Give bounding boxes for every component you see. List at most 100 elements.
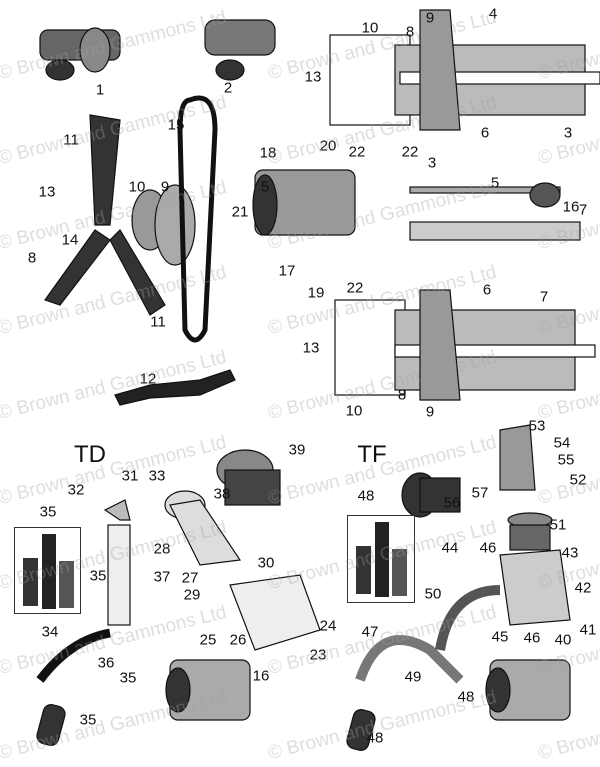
part-number-label: 56 [443, 494, 461, 512]
part-number-label: 4 [488, 5, 498, 23]
part-number-label: 35 [79, 711, 97, 729]
section-title-td: TD [74, 441, 106, 468]
part-number-label: 55 [557, 451, 575, 469]
td-elbow [103, 499, 131, 626]
part-number-label: 26 [229, 631, 247, 649]
part-number-label: 38 [213, 485, 231, 503]
part-number-label: 30 [257, 554, 275, 572]
part-number-label: 9 [425, 9, 435, 27]
section-title-tf: TF [357, 441, 387, 468]
part-number-label: 6 [480, 124, 490, 142]
part-number-label: 39 [288, 441, 306, 459]
part-number-label: 43 [561, 544, 579, 562]
part-number-label: 3 [427, 154, 437, 172]
part-number-label: 48 [357, 487, 375, 505]
part-number-label: 25 [199, 631, 217, 649]
tf-hose-56 [401, 472, 461, 518]
tf-filler-51 [507, 512, 553, 551]
part-number-label: 12 [139, 370, 157, 388]
part-number-label: 16 [252, 667, 270, 685]
water-pump-2 [204, 19, 276, 81]
part-number-label: 48 [366, 729, 384, 747]
tf-housing-16 [485, 659, 571, 721]
part-number-label: 13 [38, 183, 56, 201]
part-number-label: 1 [95, 81, 105, 99]
part-number-label: 48 [457, 688, 475, 706]
part-number-label: 46 [479, 539, 497, 557]
part-number-label: 6 [482, 281, 492, 299]
tf-hose-48 [346, 709, 376, 751]
td-hose-inset [14, 527, 81, 614]
part-number-label: 15 [167, 116, 185, 134]
part-number-label: 45 [491, 628, 509, 646]
part-number-label: 8 [405, 23, 415, 41]
tf-hose-50 [435, 585, 501, 651]
part-number-label: 7 [539, 288, 549, 306]
part-number-label: 18 [259, 144, 277, 162]
part-number-label: 31 [121, 467, 139, 485]
part-number-label: 27 [181, 569, 199, 587]
part-number-label: 21 [231, 203, 249, 221]
part-number-label: 7 [578, 201, 588, 219]
part-number-label: 29 [183, 586, 201, 604]
part-number-label: 50 [424, 585, 442, 603]
fan-belt [177, 95, 218, 343]
part-number-label: 11 [63, 131, 79, 149]
pump-cross-section-top [329, 9, 600, 131]
part-number-label: 22 [346, 279, 364, 297]
part-number-label: 53 [528, 417, 546, 435]
part-number-label: 42 [574, 579, 592, 597]
tf-elbow-53 [499, 424, 536, 491]
td-hose-clip-39 [216, 449, 281, 506]
part-number-label: 37 [153, 568, 171, 586]
part-number-label: 10 [128, 178, 146, 196]
part-number-label: 35 [119, 669, 137, 687]
fan-blade [44, 114, 166, 316]
pump-cross-section-bottom [334, 289, 596, 401]
part-number-label: 32 [67, 481, 85, 499]
part-number-label: 23 [309, 646, 327, 664]
td-housing-16 [165, 659, 251, 721]
part-number-label: 5 [260, 178, 270, 196]
part-number-label: 20 [319, 137, 337, 155]
part-number-label: 11 [150, 313, 166, 331]
part-number-label: 13 [304, 68, 322, 86]
part-number-label: 22 [401, 143, 419, 161]
tf-hose-inset [347, 515, 415, 603]
part-number-label: 10 [361, 19, 379, 37]
part-number-label: 8 [397, 386, 407, 404]
part-number-label: 22 [348, 143, 366, 161]
part-number-label: 57 [471, 484, 489, 502]
pump-housing [252, 169, 356, 236]
part-number-label: 44 [441, 539, 459, 557]
water-pump-1 [39, 27, 121, 81]
part-number-label: 28 [153, 540, 171, 558]
part-number-label: 52 [569, 471, 587, 489]
td-hose-34 [36, 628, 111, 683]
part-number-label: 9 [160, 178, 170, 196]
part-number-label: 19 [307, 284, 325, 302]
part-number-label: 17 [278, 262, 296, 280]
part-number-label: 13 [302, 339, 320, 357]
part-number-label: 54 [553, 434, 571, 452]
td-hose-35 [36, 704, 66, 746]
tf-hose-47 [355, 635, 464, 684]
tf-housing-43 [499, 549, 571, 626]
part-number-label: 46 [523, 629, 541, 647]
td-outlet-28 [164, 490, 242, 566]
part-number-label: 3 [563, 124, 573, 142]
spindle-parts [409, 182, 581, 241]
part-number-label: 14 [61, 231, 79, 249]
part-number-label: 10 [345, 402, 363, 420]
part-number-label: 35 [39, 503, 57, 521]
part-number-label: 16 [562, 198, 580, 216]
part-number-label: 49 [404, 668, 422, 686]
part-number-label: 24 [319, 617, 337, 635]
part-number-label: 35 [89, 567, 107, 585]
part-number-label: 5 [490, 174, 500, 192]
part-number-label: 36 [97, 654, 115, 672]
part-number-label: 47 [361, 623, 379, 641]
part-number-label: 34 [41, 623, 59, 641]
